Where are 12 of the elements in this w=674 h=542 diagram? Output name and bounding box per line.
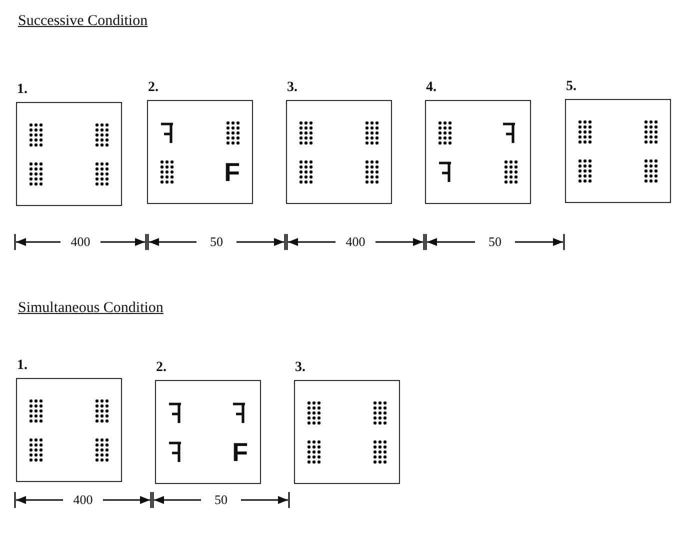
panel-number: 2. xyxy=(148,79,158,97)
panel-number: 4. xyxy=(426,79,436,97)
section-heading: Simultaneous Condition xyxy=(18,299,164,318)
section-heading: Successive Condition xyxy=(18,12,148,31)
panel-number: 2. xyxy=(156,359,166,377)
panel-number: 3. xyxy=(295,359,306,377)
panel-number: 5. xyxy=(566,78,576,96)
target-letter: F xyxy=(232,438,248,464)
panel-number: 3. xyxy=(287,79,298,97)
target-letter: F xyxy=(224,158,240,184)
panel-number: 1. xyxy=(17,81,28,99)
panel-number: 1. xyxy=(17,357,28,375)
